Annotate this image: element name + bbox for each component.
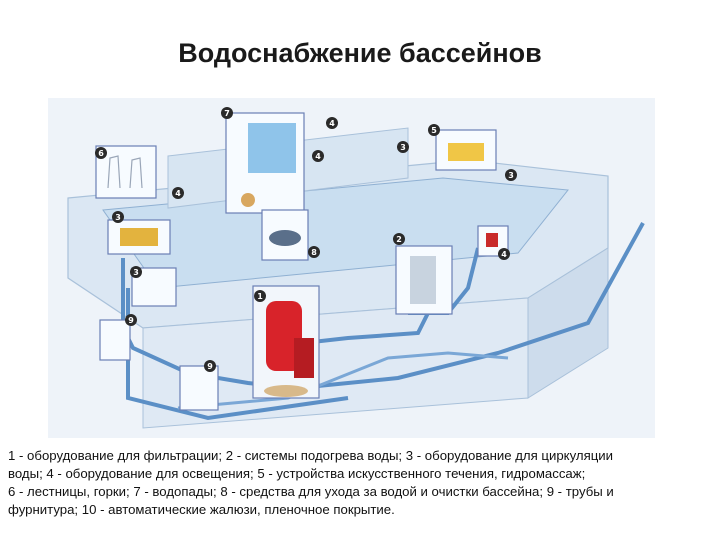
heater-inset (395, 245, 453, 315)
pool-structure (67, 127, 609, 429)
callout-4d: 4 (498, 248, 510, 260)
callout-9b-label: 9 (207, 362, 213, 371)
callout-5-label: 5 (431, 126, 437, 135)
callout-3c-label: 3 (508, 171, 514, 180)
pipe-fittings-inset (99, 319, 219, 411)
callout-8: 8 (308, 246, 320, 258)
callout-3c: 3 (505, 169, 517, 181)
callout-9a: 9 (125, 314, 137, 326)
callout-7-label: 7 (224, 109, 230, 118)
callout-6: 6 (95, 147, 107, 159)
callout-3d-label: 3 (133, 268, 139, 277)
pool-diagram: 1 2 3 3 3 3 4 4 4 4 5 6 7 8 9 9 (48, 98, 655, 438)
waterfall-inset (225, 112, 305, 214)
callout-4c-label: 4 (175, 189, 181, 198)
callout-4c: 4 (172, 187, 184, 199)
callout-3d: 3 (130, 266, 142, 278)
callout-4d-label: 4 (501, 250, 507, 259)
callout-7: 7 (221, 107, 233, 119)
filter-inset (252, 285, 320, 399)
callout-3b-label: 3 (400, 143, 406, 152)
callout-badges: 1 2 3 3 3 3 4 4 4 4 5 6 7 8 9 9 (95, 107, 517, 372)
caption-line: 1 - оборудование для фильтрации; 2 - сис… (8, 448, 614, 463)
callout-1: 1 (254, 290, 266, 302)
callout-4b-label: 4 (315, 152, 321, 161)
callout-1-label: 1 (257, 292, 263, 301)
callout-9b: 9 (204, 360, 216, 372)
callout-2-label: 2 (396, 235, 402, 244)
callout-8-label: 8 (311, 248, 317, 257)
caption-line: воды; 4 - оборудование для освещения; 5 … (8, 466, 586, 481)
cleaner-inset (261, 209, 309, 261)
pump-inset (107, 219, 171, 255)
callout-3a-label: 3 (115, 213, 121, 222)
callout-9a-label: 9 (128, 316, 134, 325)
callout-6-label: 6 (98, 149, 104, 158)
callout-4b: 4 (312, 150, 324, 162)
counter-current-inset (435, 129, 497, 171)
page-title: Водоснабжение бассейнов (178, 38, 542, 68)
callout-5: 5 (428, 124, 440, 136)
callout-3a: 3 (112, 211, 124, 223)
pipe-network-return (177, 351, 509, 410)
callout-4a: 4 (326, 117, 338, 129)
callout-3b: 3 (397, 141, 409, 153)
callout-2: 2 (393, 233, 405, 245)
caption-line: 6 - лестницы, горки; 7 - водопады; 8 - с… (8, 484, 614, 499)
callout-4a-label: 4 (329, 119, 335, 128)
legend-caption: 1 - оборудование для фильтрации; 2 - сис… (8, 447, 714, 519)
caption-line: фурнитура; 10 - автоматические жалюзи, п… (8, 502, 395, 517)
